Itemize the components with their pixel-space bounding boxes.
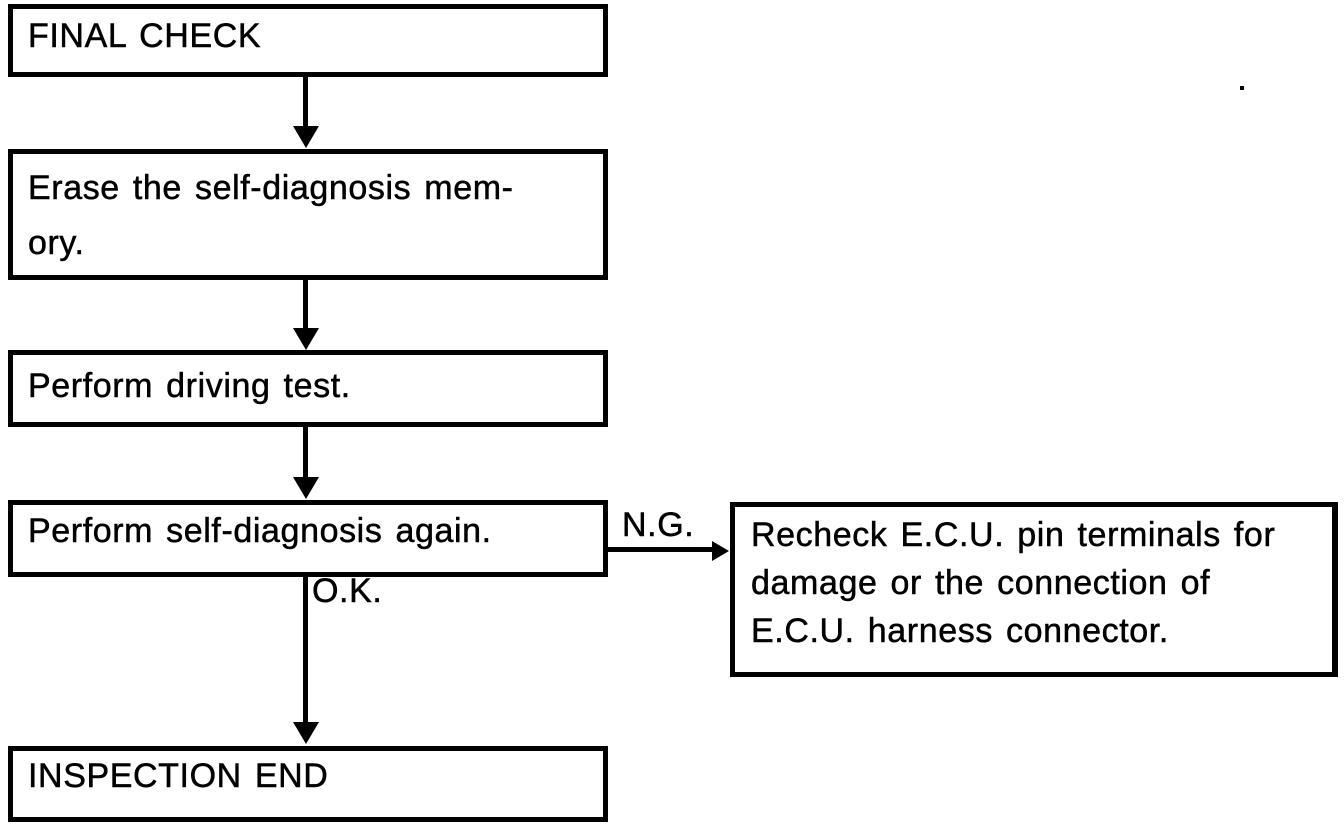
node-erase-memory: Erase the self-diagnosis mem- ory. bbox=[8, 149, 608, 280]
arrow-down-driving-to-selfdiag-head bbox=[293, 477, 319, 499]
arrow-down-final-to-erase-shaft bbox=[303, 77, 308, 128]
edge-label-ng: N.G. bbox=[622, 506, 695, 545]
arrow-down-final-to-erase-head bbox=[293, 126, 319, 148]
arrow-right-ng-head bbox=[712, 541, 729, 561]
node-inspection-end: INSPECTION END bbox=[8, 746, 608, 822]
node-final-check: FINAL CHECK bbox=[8, 4, 608, 77]
node-driving-test: Perform driving test. bbox=[8, 350, 608, 427]
arrow-down-ok-shaft bbox=[303, 577, 308, 723]
arrow-down-erase-to-driving-shaft bbox=[303, 279, 308, 330]
node-recheck-ecu: Recheck E.C.U. pin terminals for damage … bbox=[730, 502, 1338, 677]
node-self-diagnosis: Perform self-diagnosis again. bbox=[8, 500, 608, 577]
edge-label-ok: O.K. bbox=[312, 572, 383, 611]
arrow-down-driving-to-selfdiag-shaft bbox=[303, 427, 308, 478]
arrow-down-erase-to-driving-head bbox=[293, 328, 319, 350]
scan-speck bbox=[1240, 86, 1244, 90]
arrow-down-ok-head bbox=[293, 722, 319, 744]
arrow-right-ng-shaft bbox=[608, 547, 713, 552]
